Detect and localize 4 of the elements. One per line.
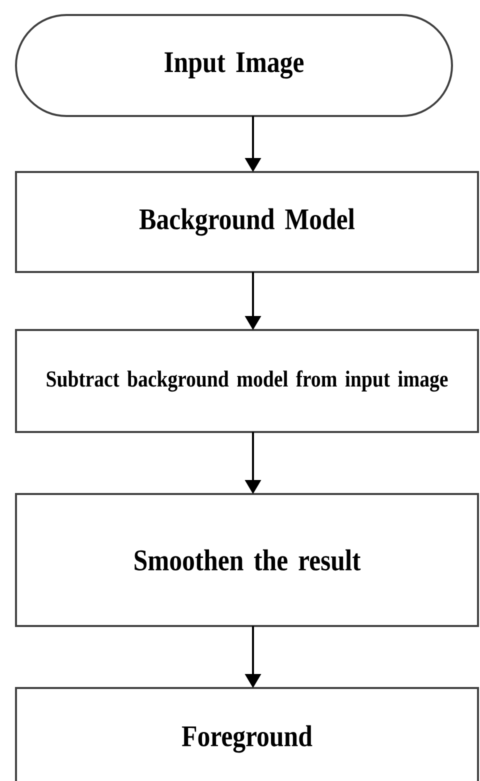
process-box: Subtract background model from input image [15,329,479,433]
process-box: Background Model [15,171,479,273]
process-box: Smoothen the result [15,493,479,627]
process-box: Foreground [15,687,479,781]
